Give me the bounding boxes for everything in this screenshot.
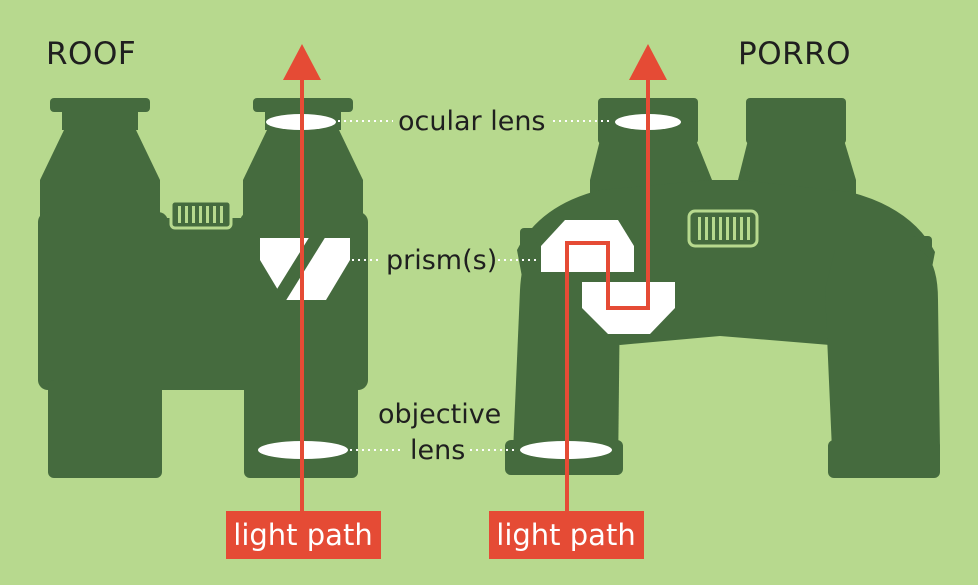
roof-focus-wheel xyxy=(169,199,233,230)
porro-prism-upper xyxy=(541,220,634,272)
roof-arrow-head xyxy=(283,44,321,80)
roof-light-path-tag: light path xyxy=(226,511,381,559)
roof-prism xyxy=(260,236,350,302)
porro-title: PORRO xyxy=(738,36,851,72)
porro-focus-wheel xyxy=(687,209,759,248)
porro-arrow-head xyxy=(629,44,667,80)
porro-light-path-tag: light path xyxy=(489,511,644,559)
objective-label-line1: objective xyxy=(378,399,501,430)
objective-label-line2: lens xyxy=(410,435,465,466)
leader-lines xyxy=(338,120,611,451)
porro-light-path-label: light path xyxy=(496,518,635,552)
roof-light-path-label: light path xyxy=(233,518,372,552)
porro-light-path xyxy=(565,75,650,515)
prism-label: prism(s) xyxy=(386,245,497,276)
roof-light-path xyxy=(283,44,321,515)
roof-title: ROOF xyxy=(46,36,136,72)
porro-binocular xyxy=(505,98,940,478)
ocular-lens-label: ocular lens xyxy=(398,106,546,137)
